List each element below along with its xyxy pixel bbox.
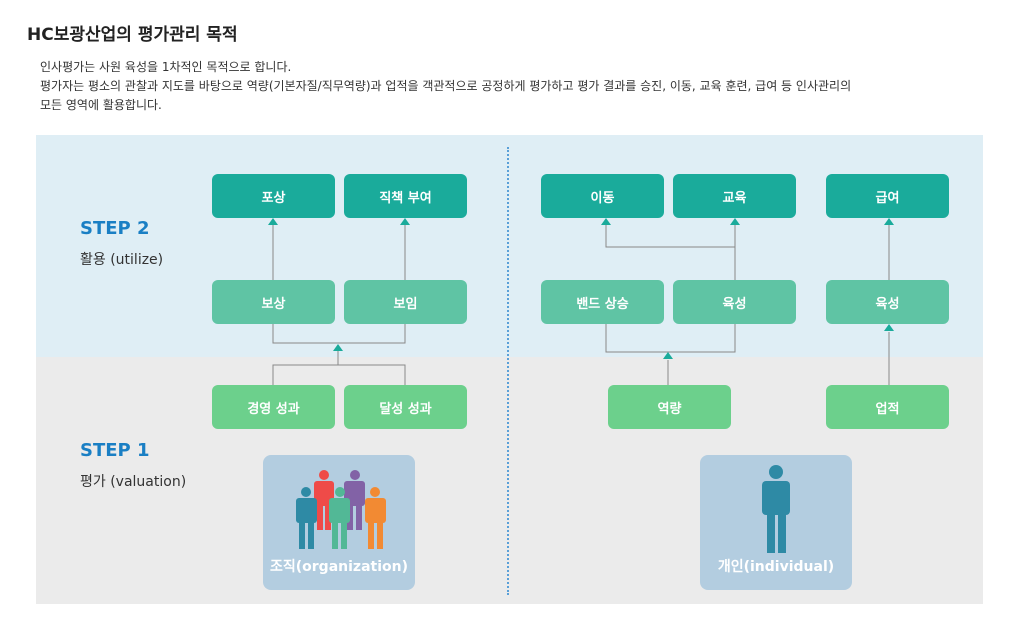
box-development: 육성: [673, 280, 796, 324]
arrow-icon: [884, 324, 894, 331]
utilize-panel: [36, 135, 983, 357]
person-icon: [762, 465, 790, 553]
box-development-2: 육성: [826, 280, 949, 324]
arrow-icon: [663, 352, 673, 359]
step2-label: STEP 2: [80, 218, 150, 239]
divider: [507, 147, 509, 595]
description: 인사평가는 사원 육성을 1차적인 목적으로 합니다. 평가자는 평소의 관찰과…: [40, 58, 980, 115]
person-icon: [314, 470, 334, 530]
organization-label: 조직(organization): [270, 559, 408, 575]
desc-line: 인사평가는 사원 육성을 1차적인 목적으로 합니다.: [40, 60, 292, 74]
box-position: 직책 부여: [344, 174, 467, 218]
arrow-icon: [268, 218, 278, 225]
box-competency: 역량: [608, 385, 731, 429]
arrow-icon: [400, 218, 410, 225]
box-education: 교육: [673, 174, 796, 218]
box-reward: 포상: [212, 174, 335, 218]
box-transfer: 이동: [541, 174, 664, 218]
box-salary: 급여: [826, 174, 949, 218]
organization-card: 조직(organization): [263, 455, 415, 590]
step2-sub: 활용 (utilize): [80, 252, 164, 268]
group-people-icon: [296, 470, 386, 549]
arrow-icon: [884, 218, 894, 225]
box-mgmt-result: 경영 성과: [212, 385, 335, 429]
box-compensation: 보상: [212, 280, 335, 324]
box-achievement: 달성 성과: [344, 385, 467, 429]
box-band-up: 밴드 상승: [541, 280, 664, 324]
step1-sub: 평가 (valuation): [80, 474, 187, 490]
page-title: HC보광산업의 평가관리 목적: [27, 25, 238, 45]
arrow-icon: [601, 218, 611, 225]
desc-line: 모든 영역에 활용합니다.: [40, 98, 162, 112]
individual-label: 개인(individual): [717, 559, 835, 575]
individual-card: 개인(individual): [700, 455, 852, 590]
arrow-icon: [730, 218, 740, 225]
box-performance: 업적: [826, 385, 949, 429]
desc-line: 평가자는 평소의 관찰과 지도를 바탕으로 역량(기본자질/직무역량)과 업적을…: [40, 79, 852, 93]
arrow-icon: [333, 344, 343, 351]
box-appointment: 보임: [344, 280, 467, 324]
step1-label: STEP 1: [80, 440, 150, 461]
